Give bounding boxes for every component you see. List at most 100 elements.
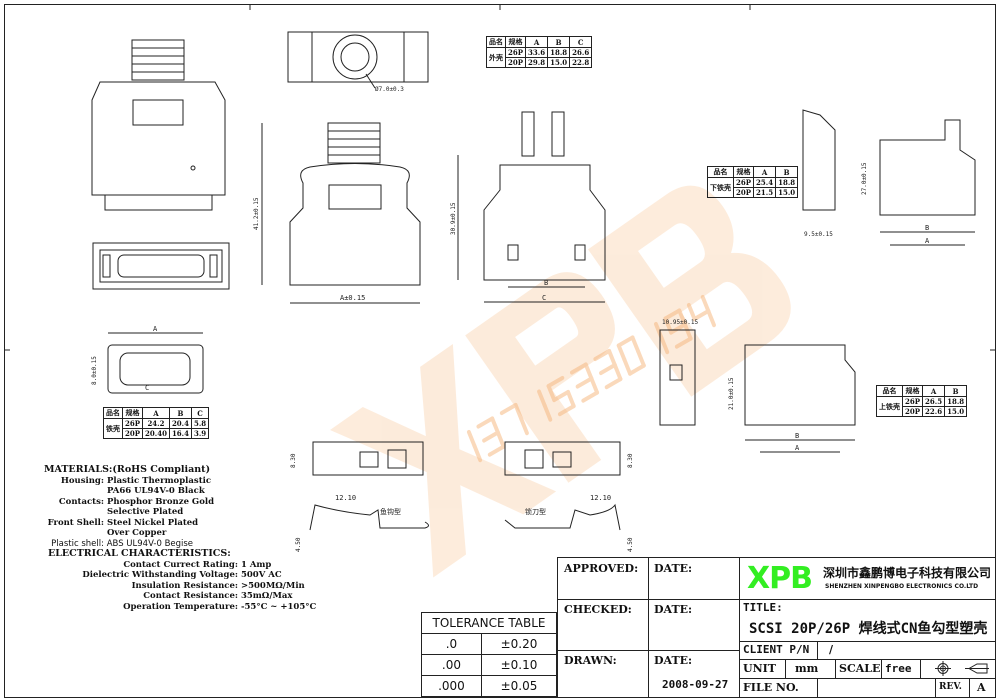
cell: 18.8 [944,396,968,407]
client-pn: / [829,643,834,656]
cell: 26P [901,396,924,407]
bottom-view-connector [92,242,230,290]
dim-label-a3: A [795,444,800,452]
dim-width-upper: 10.95±0.15 [662,319,699,326]
elec-label: Contact Resistance: [143,591,238,601]
border-ticks [4,4,995,351]
materials-heading: MATERIALS:(RoHS Compliant) [44,464,211,475]
top-view-hole: Ø7.0±0.3 [287,31,429,93]
th: 规格 [121,407,144,419]
scale-label: SCALE [839,662,881,675]
electrical-heading: ELECTRICAL CHARACTERISTICS: [48,548,231,559]
th: B [944,385,968,397]
cell: 3.9 [190,428,210,439]
dim-height-right: 27.0±0.15 [861,162,868,195]
lower-shell-views: B A 27.0±0.15 9.5±0.15 [802,109,976,246]
elec-label: Dielectric Withstanding Voltage: [82,570,238,580]
mat-value2: PA66 UL94V-0 Black [106,486,205,496]
mat-label: Housing: [60,475,104,486]
cell: 18.8 [775,177,799,188]
tol-precision: .00 [421,654,482,676]
th: B [168,407,193,419]
th: A [142,407,170,419]
th: 规格 [901,385,924,397]
cell: 20P [121,428,144,439]
cell: 20P [901,406,924,417]
elec-value: 1 Amp [240,559,272,570]
elec-label: Contact Currect Rating: [123,559,238,570]
cell: 33.6 [525,47,549,58]
front-shell-view: A C 8.0±0.15 [91,325,204,394]
cell: 24.2 [142,418,170,429]
th: B [775,166,799,178]
part: 下铁壳 [707,177,734,198]
cell: 21.5 [753,187,777,198]
dim-latch-len-2: 12.10 [590,494,611,502]
dim-label-a4: A [153,325,158,333]
th: 规格 [732,166,755,178]
label-lock-blade: 锁刀型 [525,507,546,516]
dim-height-upper: 21.0±0.15 [728,377,735,410]
dim-label-a2: A [925,237,930,245]
approved-date-label: DATE: [654,562,693,575]
approved-label: APPROVED: [564,562,639,575]
cell: 5.8 [190,418,210,429]
tol-precision: .000 [421,675,482,697]
elec-label: Operation Temperature: [123,601,238,612]
dim-depth-lower: 9.5±0.15 [804,231,833,238]
dim-label-c1: C [542,294,546,302]
tol-value: ±0.10 [480,654,558,676]
unit-value: mm [795,662,819,675]
cell: 26.6 [569,47,593,58]
th: A [525,36,549,48]
cell: 22.6 [922,406,946,417]
dim-latch-w-1: 8.30 [290,453,297,468]
company-logo: XPB [747,561,813,596]
side-view: 30.9±0.15 B C [450,111,606,303]
main-front-view: 41.2±0.15 A±0.15 [253,122,421,304]
th: C [569,36,593,48]
tol-value: ±0.05 [480,675,558,697]
dim-label-b2: B [925,224,929,232]
cell: 20.4 [168,418,193,429]
mat-label: Front Shell: [47,517,104,528]
mat-value2: Over Copper [106,528,167,538]
dim-latch-len-1: 12.10 [335,494,356,502]
th: 品名 [486,36,506,48]
elec-value: >500MΩ/Min [240,580,305,591]
elec-value: 500V AC [240,570,282,580]
dim-hole: Ø7.0±0.3 [375,86,404,93]
tol-value: ±0.20 [480,633,558,655]
dim-label-c4: C [145,384,149,392]
dim-label-b3: B [795,432,799,440]
tolerance-title: TOLERANCE TABLE [421,612,557,634]
th: 品名 [707,166,734,178]
th: 品名 [103,407,123,419]
checked-label: CHECKED: [564,603,632,616]
dim-latch-h-1: 4.50 [295,537,302,552]
mat-label: Plastic shell: [51,538,104,549]
title-block: APPROVED: DATE: CHECKED: DATE: DRAWN: DA… [557,557,995,697]
drawn-date: 2008-09-27 [662,678,729,691]
part: 铁壳 [103,418,123,439]
mat-value: Phosphor Bronze Gold [106,496,215,507]
company-name-en: SHENZHEN XINPENGBO ELECTRONICS CO.LTD [825,583,979,590]
scale-value: free [885,662,912,675]
drawn-date-label: DATE: [654,654,693,667]
th: A [922,385,946,397]
cell: 18.8 [547,47,571,58]
cell: 26P [504,47,527,58]
rev-value: A [977,681,986,694]
checked-date-label: DATE: [654,603,693,616]
front-view-housing [91,39,226,211]
th: 规格 [504,36,527,48]
drawn-label: DRAWN: [564,654,617,667]
title-label: TITLE: [743,601,783,614]
dim-label-b1: B [544,279,548,287]
drawing-title: SCSI 20P/26P 焊线式CN鱼勾型塑壳 [749,621,988,637]
dim-width-main: A±0.15 [340,294,365,302]
